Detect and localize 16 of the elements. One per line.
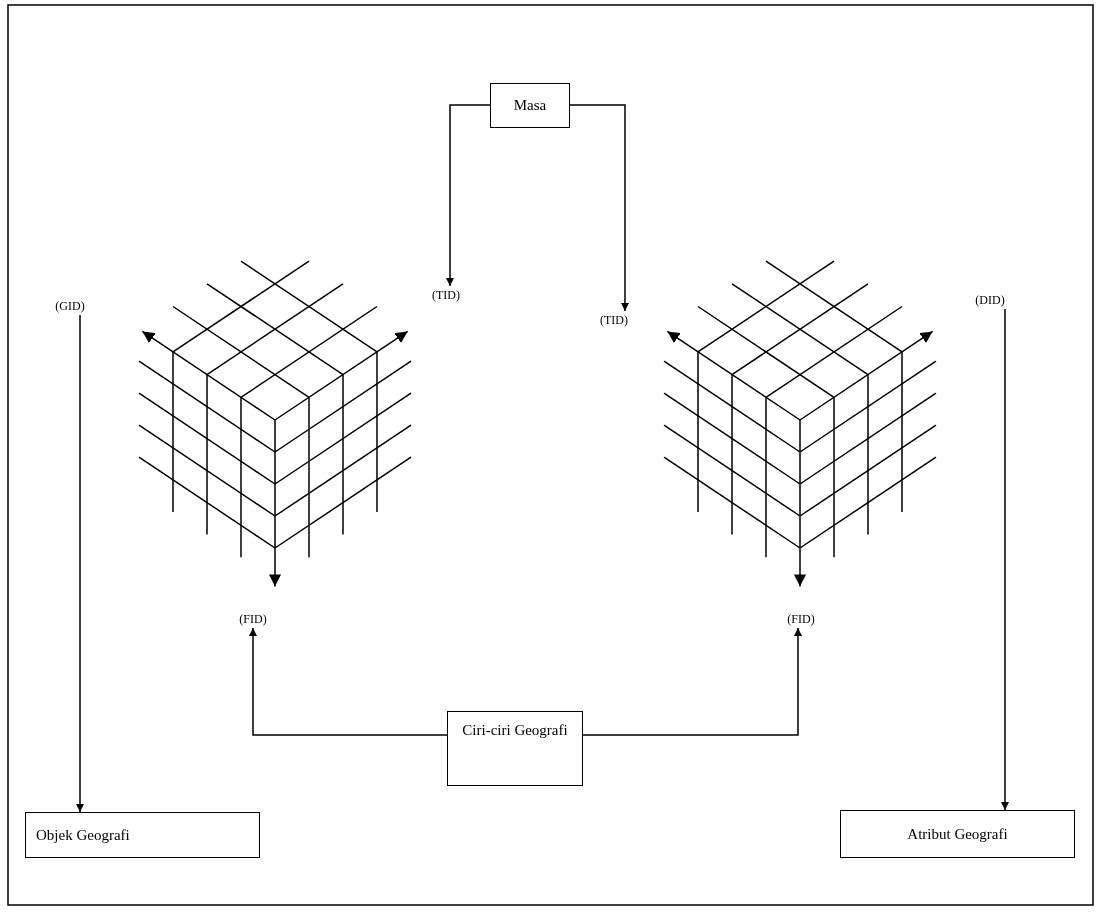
axis-label: (DID) [968, 291, 1012, 309]
process-box: Ciri-ciri Geografi [447, 711, 583, 786]
arrow [582, 627, 802, 736]
process-box: Atribut Geografi [840, 810, 1075, 858]
axis-label: (FID) [230, 610, 276, 628]
process-box: Objek Geografi [25, 812, 260, 858]
axis-label: (TID) [592, 311, 636, 329]
arrow [249, 627, 448, 736]
arrow [76, 314, 84, 813]
process-box: Masa [490, 83, 570, 128]
arrow [1001, 308, 1009, 811]
axis-label: (FID) [778, 610, 824, 628]
arrow [569, 104, 629, 312]
arrow [446, 104, 491, 287]
axis-label: (GID) [48, 297, 92, 315]
axis-label: (TID) [424, 286, 468, 304]
